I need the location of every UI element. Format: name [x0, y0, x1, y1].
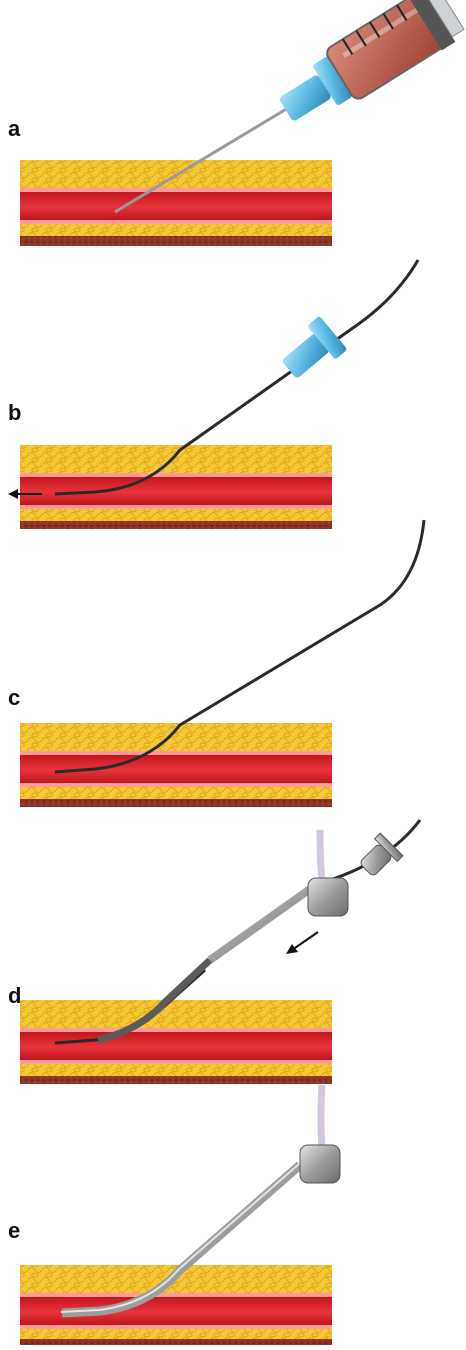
panel-c-illustration — [0, 535, 466, 820]
tissue-section — [20, 723, 332, 807]
arrow-down-left-icon — [286, 932, 318, 954]
catheter-tubing — [321, 1085, 322, 1150]
panel-label-c: c — [8, 687, 20, 709]
panel-a: a — [0, 0, 466, 260]
catheter-shaft — [210, 882, 320, 960]
panel-b-illustration — [0, 260, 466, 535]
panel-label-d: d — [8, 985, 21, 1007]
catheter-hub — [308, 878, 348, 916]
tissue-section — [20, 160, 332, 246]
panel-e-illustration — [0, 1095, 466, 1350]
guidewire-hub — [355, 833, 403, 881]
panel-label-b: b — [8, 402, 21, 424]
panel-e: e — [0, 1095, 466, 1350]
catheter-hub — [300, 1145, 340, 1183]
panel-d: d — [0, 820, 466, 1095]
panel-label-a: a — [8, 118, 20, 140]
catheter-tubing — [320, 830, 322, 880]
panel-a-illustration — [0, 0, 466, 260]
panel-c: c — [0, 535, 466, 820]
panel-d-illustration — [0, 820, 466, 1095]
tissue-section — [20, 445, 332, 529]
panel-label-e: e — [8, 1220, 20, 1242]
panel-b: b — [0, 260, 466, 535]
